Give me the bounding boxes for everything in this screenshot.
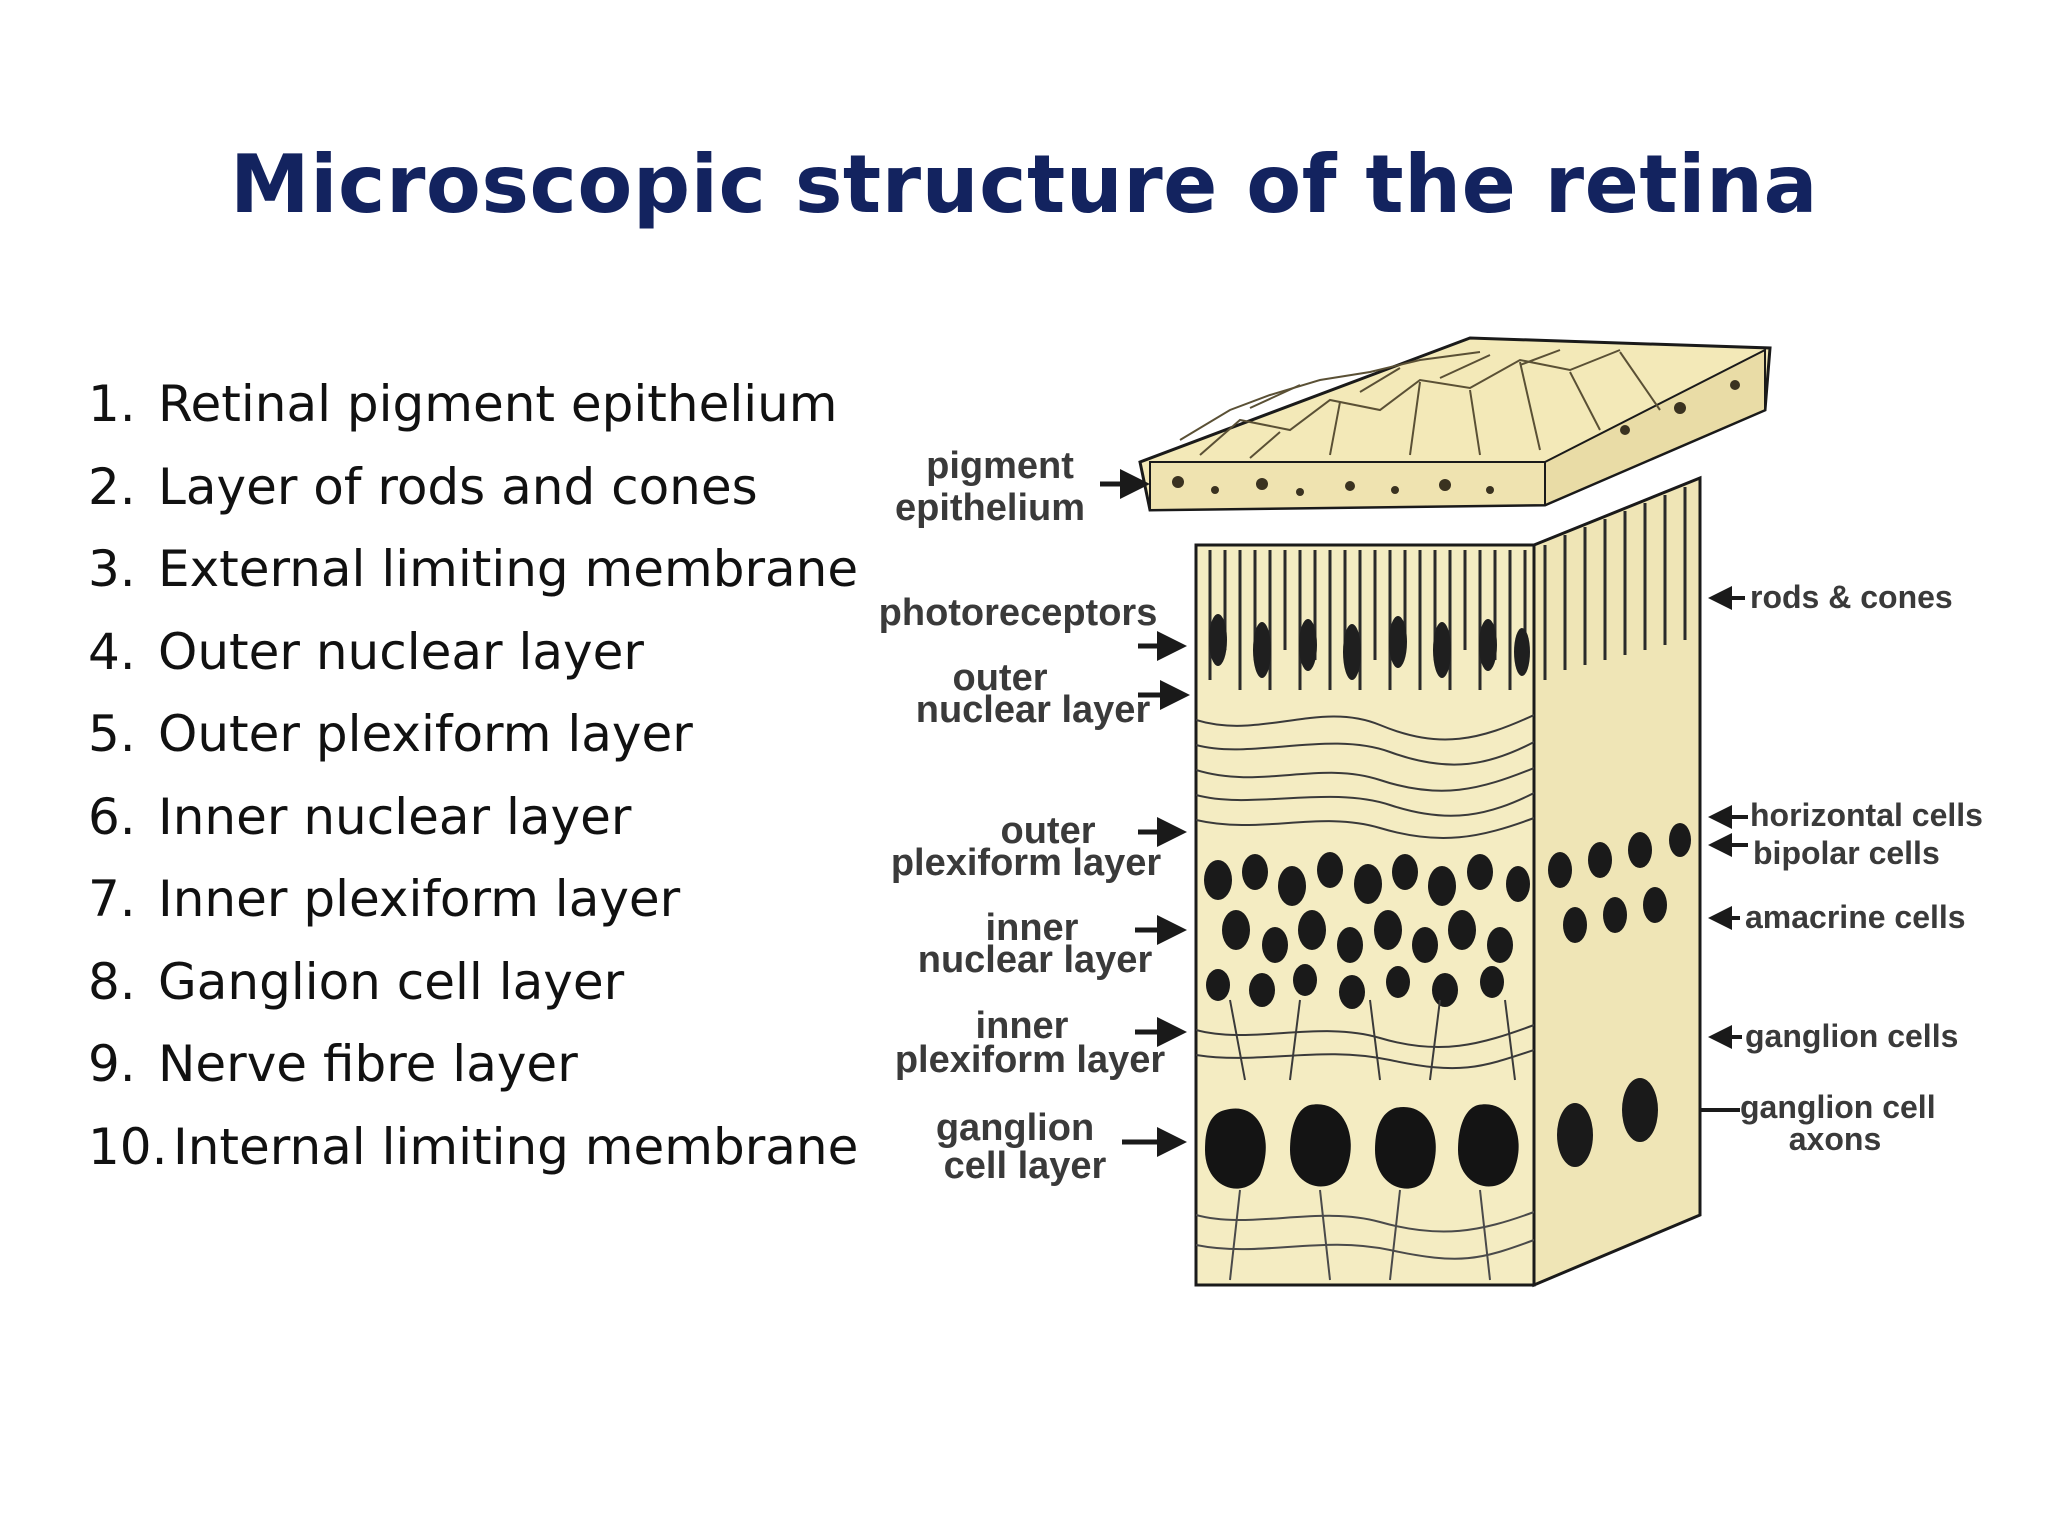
- pigment-cell-borders: [1179, 349, 1661, 459]
- slide-title: Microscopic structure of the retina: [229, 138, 1818, 231]
- list-text: Ganglion cell layer: [158, 952, 625, 1011]
- side-nuclear-cells: [1548, 823, 1691, 1167]
- list-text: Retinal pigment epithelium: [158, 375, 838, 433]
- outer-plexiform-fibers: [1196, 714, 1534, 840]
- label-ganglion-layer-2: cell layer: [944, 1145, 1107, 1187]
- list-text: Nerve fibre layer: [158, 1035, 578, 1093]
- list-text: Layer of rods and cones: [158, 457, 758, 516]
- list-number: 1.: [88, 375, 136, 433]
- list-item: 9. Nerve fibre layer: [88, 1034, 858, 1117]
- label-ganglion-layer-1: ganglion: [936, 1107, 1094, 1149]
- list-text: Outer nuclear layer: [158, 622, 644, 681]
- label-horizontal: horizontal cells: [1750, 797, 1983, 833]
- list-number: 8.: [88, 952, 136, 1011]
- list-item: 10.Internal limiting membrane: [88, 1117, 858, 1200]
- label-axons-2: axons: [1789, 1121, 1881, 1157]
- list-item: 7. Inner plexiform layer: [88, 869, 858, 952]
- label-pigment: pigment: [926, 445, 1074, 487]
- ganglion-cell-bodies: [1205, 1104, 1519, 1189]
- list-text: Outer plexiform layer: [158, 705, 693, 763]
- label-ganglion-cells: ganglion cells: [1745, 1018, 1958, 1054]
- label-inner-nuclear-1: inner: [986, 907, 1079, 949]
- list-item: 6. Inner nuclear layer: [88, 787, 858, 870]
- list-item: 5. Outer plexiform layer: [88, 704, 858, 787]
- front-face-texture: [1196, 550, 1534, 1281]
- list-number: 3.: [88, 540, 136, 598]
- list-number: 4.: [88, 622, 136, 681]
- label-outer-plexiform-1: outer: [1001, 810, 1096, 852]
- inner-nuclear-cells: [1204, 852, 1530, 1009]
- list-item: 1. Retinal pigment epithelium: [88, 374, 858, 457]
- label-photoreceptors: photoreceptors: [879, 592, 1158, 634]
- label-rods-cones: rods & cones: [1750, 579, 1953, 615]
- right-labels: rods & cones horizontal cells bipolar ce…: [1700, 579, 1983, 1157]
- nerve-fibre-texture: [1196, 1189, 1534, 1281]
- list-number: 10.: [88, 1117, 168, 1176]
- inner-plexiform-fibers: [1196, 999, 1534, 1081]
- label-axons-1: ganglion cell: [1740, 1089, 1936, 1125]
- left-labels: pigment epithelium photoreceptors outer …: [879, 445, 1190, 1187]
- label-outer-nuclear-1: outer: [953, 657, 1048, 699]
- label-epithelium: epithelium: [895, 487, 1085, 529]
- pigment-granules: [1172, 380, 1740, 496]
- retina-layer-list: 1. Retinal pigment epithelium 2. Layer of …: [88, 374, 858, 1199]
- list-number: 2.: [88, 457, 136, 516]
- block-side-face: [1532, 475, 1702, 1288]
- list-number: 9.: [88, 1035, 136, 1093]
- pigment-slab-side: [1544, 348, 1766, 507]
- side-photoreceptor-strokes: [1543, 487, 1687, 680]
- list-item: 3. External limiting membrane: [88, 539, 858, 622]
- list-item: 2. Layer of rods and cones: [88, 457, 858, 540]
- list-text: Internal limiting membrane: [173, 1117, 859, 1176]
- list-number: 6.: [88, 787, 136, 846]
- list-text: External limiting membrane: [158, 540, 859, 598]
- list-number: 7.: [88, 870, 136, 928]
- list-number: 5.: [88, 705, 136, 763]
- list-item: 8. Ganglion cell layer: [88, 952, 858, 1035]
- label-amacrine: amacrine cells: [1745, 899, 1966, 935]
- label-outer-nuclear-2: nuclear layer: [916, 689, 1151, 731]
- label-inner-plexiform-2: plexiform layer: [895, 1039, 1166, 1081]
- cone-bodies: [1209, 614, 1530, 680]
- label-bipolar: bipolar cells: [1753, 835, 1940, 871]
- label-inner-plexiform-1: inner: [976, 1005, 1069, 1047]
- list-text: Inner nuclear layer: [158, 787, 632, 846]
- label-inner-nuclear-2: nuclear layer: [918, 939, 1153, 981]
- list-item: 4. Outer nuclear layer: [88, 622, 858, 705]
- side-face-texture: [1543, 487, 1691, 1167]
- label-outer-plexiform-2: plexiform layer: [891, 842, 1162, 884]
- list-text: Inner plexiform layer: [158, 870, 681, 928]
